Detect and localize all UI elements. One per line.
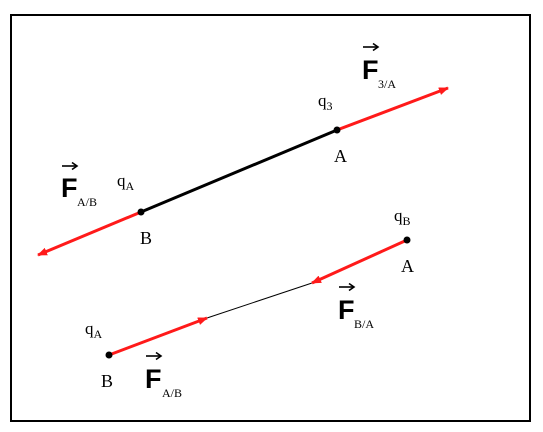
top-force-ab-label: F A/B (61, 161, 97, 209)
svg-text:F: F (362, 55, 379, 85)
top-point-b-label: B (140, 228, 152, 248)
bottom-charge-b-label: qB (394, 206, 411, 228)
svg-text:A/B: A/B (77, 195, 97, 209)
top-system: qA B q3 A F A/B F 3/A (37, 42, 449, 257)
top-point-a (333, 126, 341, 134)
svg-text:A/B: A/B (162, 386, 182, 400)
bottom-point-a (403, 236, 411, 244)
svg-text:3/A: 3/A (378, 77, 396, 91)
top-connecting-line (140, 128, 338, 214)
bottom-system: qB A qA B F B/A F A/B (85, 206, 414, 400)
bottom-point-b (105, 351, 113, 359)
diagram-frame (10, 14, 531, 422)
svg-text:F: F (61, 173, 78, 203)
bottom-force-ab-arrow (108, 316, 208, 357)
bottom-force-ba-arrow (311, 238, 408, 285)
top-point-a-label: A (334, 146, 347, 166)
bottom-force-ba-label: F B/A (338, 282, 374, 331)
top-force-3a-arrow (336, 86, 449, 132)
bottom-connecting-line (206, 282, 313, 319)
top-force-ab-arrow (37, 210, 142, 257)
bottom-point-b-label: B (101, 371, 113, 391)
svg-text:F: F (145, 364, 162, 394)
top-force-3a-label: F 3/A (362, 42, 396, 91)
top-charge-3-label: q3 (318, 91, 333, 113)
svg-text:B/A: B/A (354, 317, 374, 331)
top-point-b (137, 208, 145, 216)
bottom-force-ab-label: F A/B (145, 351, 182, 400)
svg-text:F: F (338, 295, 355, 325)
top-charge-a-label: qA (117, 171, 135, 193)
bottom-charge-a-label: qA (85, 319, 103, 341)
bottom-point-a-label: A (401, 256, 414, 276)
